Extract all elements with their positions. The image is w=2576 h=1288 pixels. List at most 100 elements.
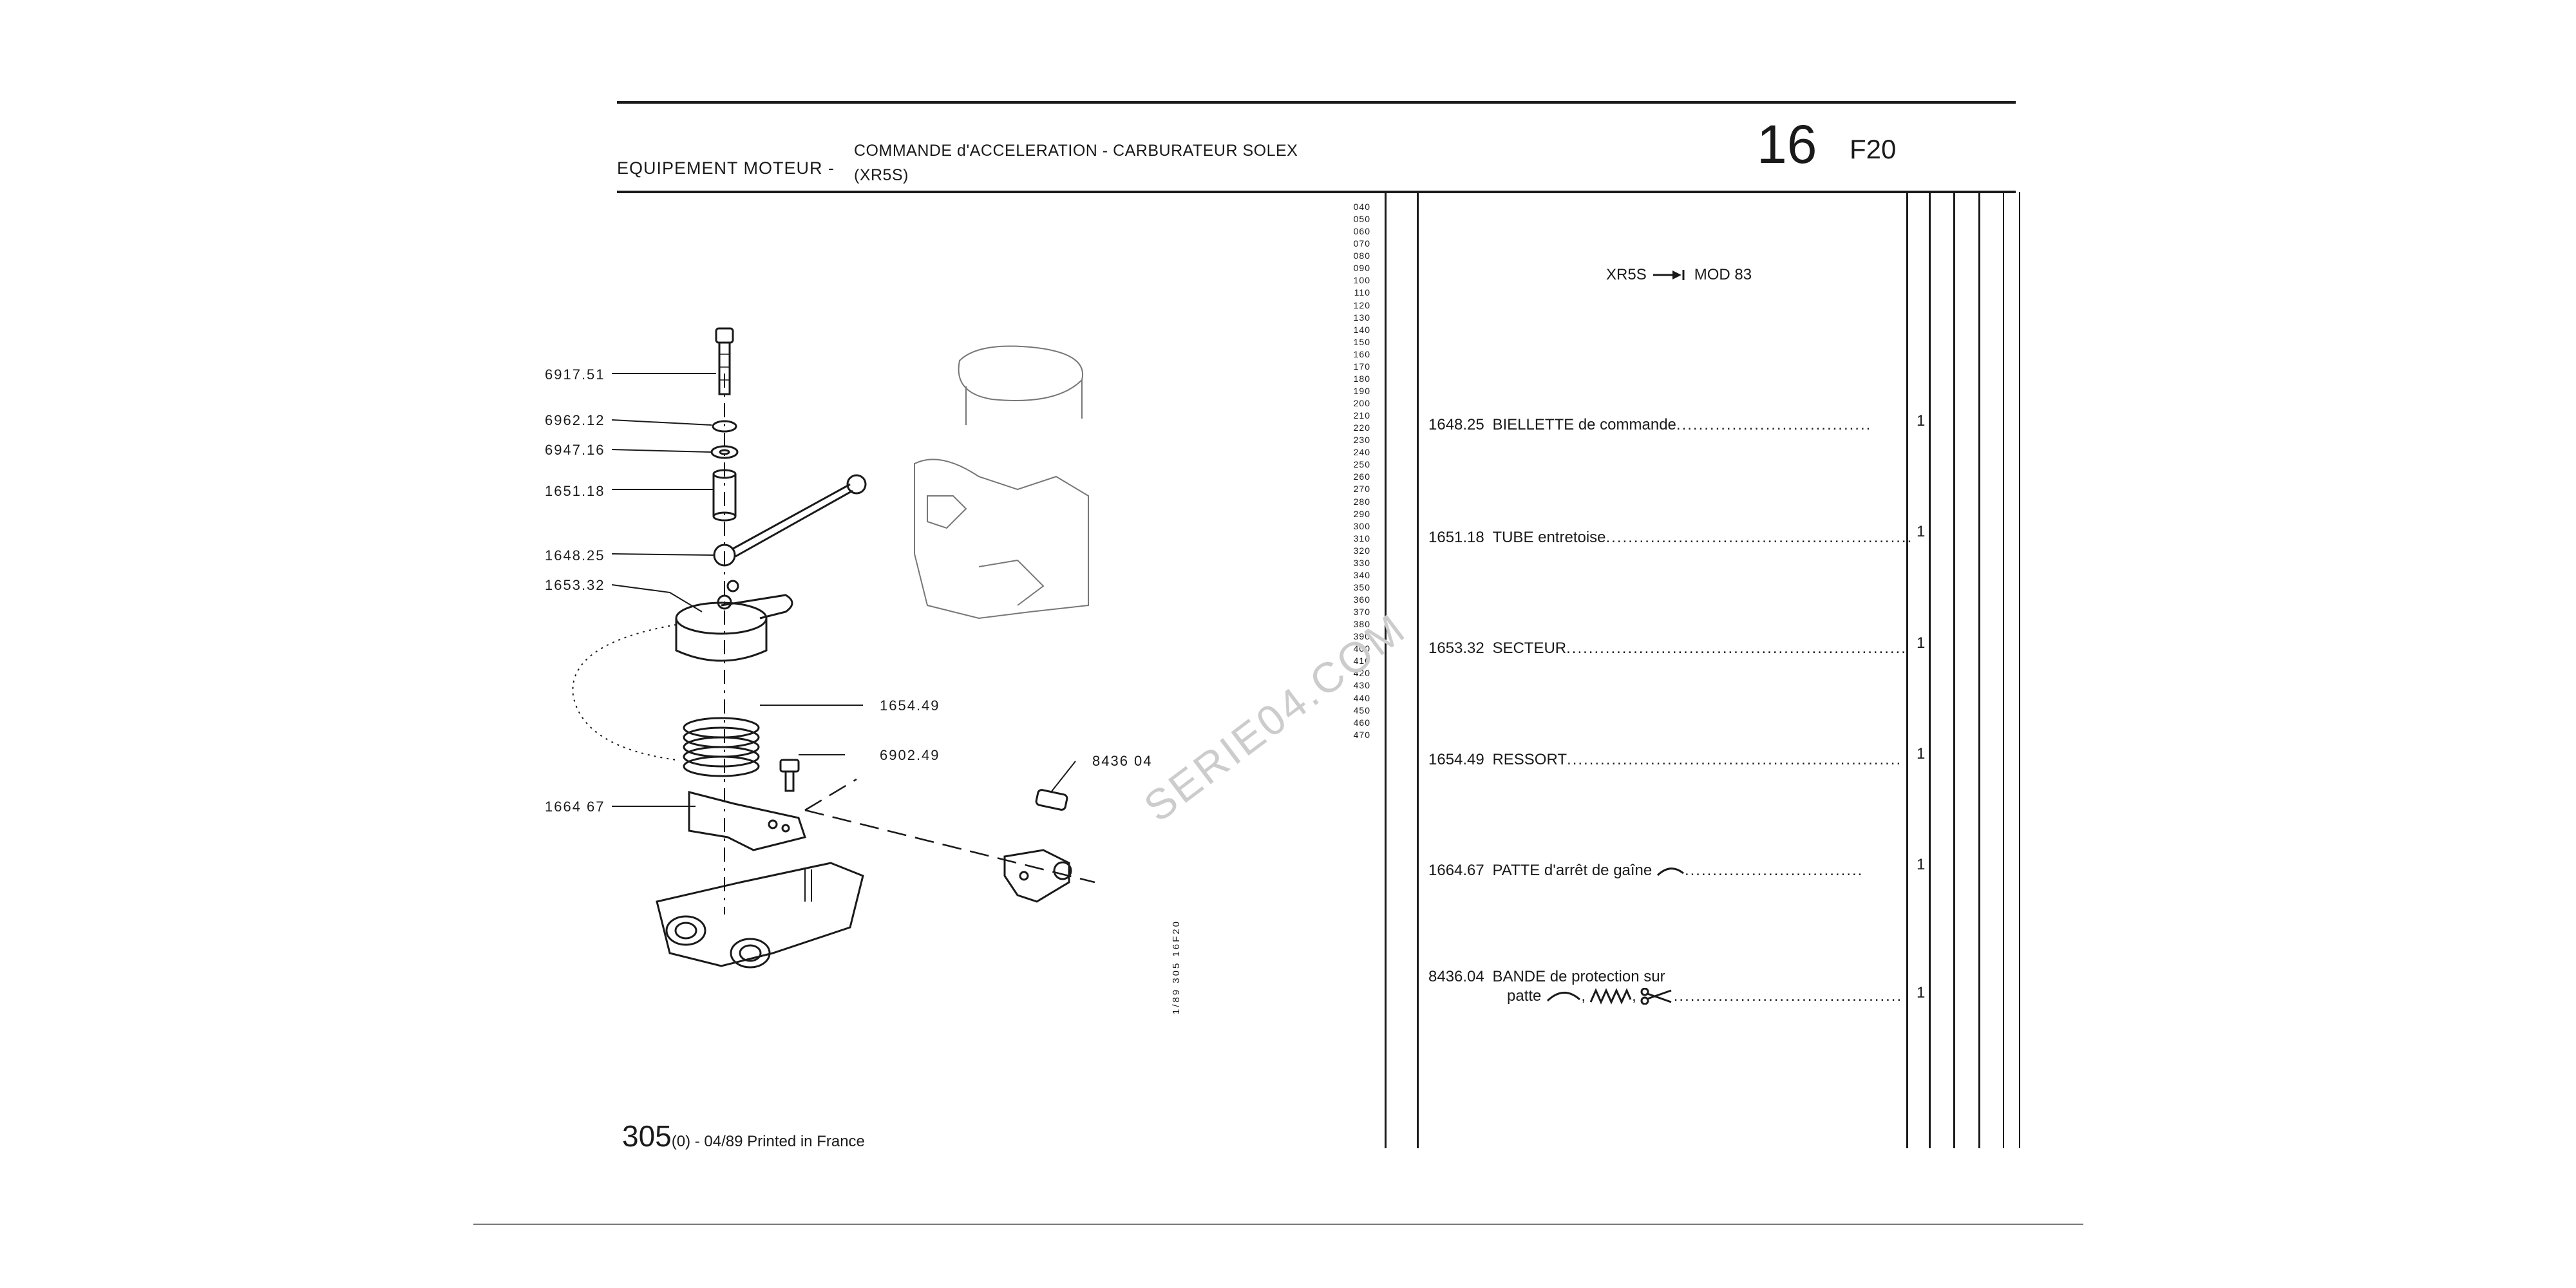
line-number: 440 — [1353, 692, 1370, 703]
scissors-icon — [1640, 988, 1672, 1005]
page-code: F20 — [1850, 134, 1897, 164]
tube-part — [712, 469, 737, 522]
part-desc: SECTEUR — [1492, 639, 1567, 657]
line-number: 240 — [1353, 447, 1370, 458]
zigzag-tape-icon — [1589, 988, 1632, 1005]
sheath-curve-icon — [1656, 867, 1684, 876]
line-number: 260 — [1353, 471, 1370, 482]
line-number: 400 — [1353, 643, 1370, 654]
part-ref: 1651.18 — [1428, 529, 1484, 546]
part-ref: 1664.67 — [1428, 862, 1484, 879]
cable-path — [804, 809, 1095, 884]
line-number: 360 — [1353, 594, 1370, 605]
header-top-rule — [617, 101, 2016, 104]
part-desc: BANDE de protection sur — [1492, 968, 1665, 985]
line-number: 410 — [1353, 656, 1370, 667]
line-number: 370 — [1353, 607, 1370, 618]
line-number: 170 — [1353, 361, 1370, 372]
cable-path — [804, 778, 857, 811]
washer-part — [712, 420, 737, 433]
part-row-1654-49: 1654.49 RESSORT.........................… — [1428, 751, 1902, 769]
line-number: 250 — [1353, 459, 1370, 470]
vertical-reference: 1/89 305 16F20 — [1171, 920, 1182, 1015]
sheath-curve-icon — [1547, 992, 1581, 1002]
col-rule-description-right — [1906, 192, 1908, 1148]
model-note-to: MOD 83 — [1694, 266, 1752, 283]
part-qty: 1 — [1917, 984, 1926, 1001]
leader-dots: ........................................… — [1673, 987, 1900, 1005]
part-row-8436-04: 8436.04 BANDE de protection sur — [1428, 968, 1665, 986]
callout-6947-16: 6947.16 — [545, 442, 605, 458]
sector-part — [675, 580, 793, 662]
line-number: 340 — [1353, 569, 1370, 580]
part-qty: 1 — [1917, 523, 1926, 540]
callout-leaders — [611, 373, 1076, 807]
line-number: 220 — [1353, 422, 1370, 433]
line-number: 450 — [1353, 705, 1370, 715]
line-number: 280 — [1353, 496, 1370, 507]
bracket-part — [688, 791, 806, 851]
callout-1664-67: 1664 67 — [545, 799, 605, 815]
line-number: 110 — [1354, 287, 1370, 298]
line-number: 150 — [1353, 336, 1370, 347]
page-bottom-rule — [473, 1224, 2083, 1225]
subtitle-line-2: (XR5S) — [854, 166, 909, 184]
part-ref: 1653.32 — [1428, 639, 1484, 657]
section-title: EQUIPEMENT MOTEUR - — [617, 158, 835, 178]
line-number: 290 — [1353, 508, 1370, 519]
part-row-1648-25: 1648.25 BIELLETTE de commande...........… — [1428, 416, 1870, 434]
line-number: 300 — [1353, 520, 1370, 531]
line-number: 350 — [1353, 582, 1370, 592]
line-number: 470 — [1353, 729, 1370, 740]
line-number: 140 — [1353, 324, 1370, 335]
line-number: 330 — [1353, 557, 1370, 568]
part-desc: BIELLETTE de commande — [1492, 416, 1676, 433]
exploded-diagram — [572, 327, 1095, 969]
line-number: 050 — [1353, 214, 1370, 225]
bolt-part — [715, 327, 734, 395]
page-group-number: 16 — [1757, 114, 1817, 175]
part-ref: 8436.04 — [1428, 968, 1484, 985]
line-number: 270 — [1353, 484, 1370, 495]
washer-part — [710, 445, 739, 459]
callout-1651-18: 1651.18 — [545, 483, 605, 499]
line-number: 190 — [1353, 385, 1370, 396]
col-rule-qty-4 — [2003, 192, 2004, 1148]
rod-part — [713, 474, 867, 567]
callout-6902-49: 6902.49 — [880, 747, 940, 763]
line-number: 310 — [1353, 533, 1370, 544]
leader-dots: ........................................… — [1676, 416, 1870, 433]
col-rule-line-numbers — [1385, 192, 1387, 1148]
separator: , — [1581, 987, 1586, 1005]
arrow-stop-icon — [1653, 270, 1685, 280]
line-number: 320 — [1353, 545, 1370, 556]
part-desc-cont: patte — [1507, 987, 1542, 1005]
line-number: 040 — [1353, 202, 1370, 212]
line-number: 180 — [1353, 373, 1370, 384]
carburettor-base — [656, 862, 864, 969]
part-qty: 1 — [1917, 412, 1926, 430]
col-rule-qty-5 — [2019, 192, 2020, 1148]
leader-dots: ........................................… — [1567, 751, 1902, 768]
part-ref: 1648.25 — [1428, 416, 1484, 433]
washer-hole — [719, 449, 730, 455]
line-number: 130 — [1353, 312, 1370, 323]
part-row-1664-67: 1664.67 PATTE d'arrêt de gaîne .........… — [1428, 862, 1862, 880]
spring-part — [683, 717, 760, 777]
line-number: 100 — [1353, 275, 1370, 286]
model-note: XR5S MOD 83 — [1606, 266, 1752, 284]
line-number: 200 — [1353, 398, 1370, 408]
line-number: 430 — [1353, 680, 1370, 691]
col-rule-qty-3 — [1978, 192, 1980, 1148]
leader-dots: ........................................… — [1605, 529, 1913, 546]
part-qty: 1 — [1917, 745, 1926, 762]
model-note-from: XR5S — [1606, 266, 1647, 283]
footer: 305 (0) - 04/89 Printed in France — [622, 1119, 865, 1153]
line-number: 060 — [1353, 226, 1370, 237]
callout-1654-49: 1654.49 — [880, 697, 940, 714]
part-desc: PATTE d'arrêt de gaîne — [1492, 862, 1653, 879]
screw-part — [779, 759, 800, 792]
footer-text: (0) - 04/89 Printed in France — [671, 1133, 865, 1150]
line-number: 090 — [1353, 263, 1370, 274]
part-desc: TUBE entretoise — [1492, 529, 1606, 546]
